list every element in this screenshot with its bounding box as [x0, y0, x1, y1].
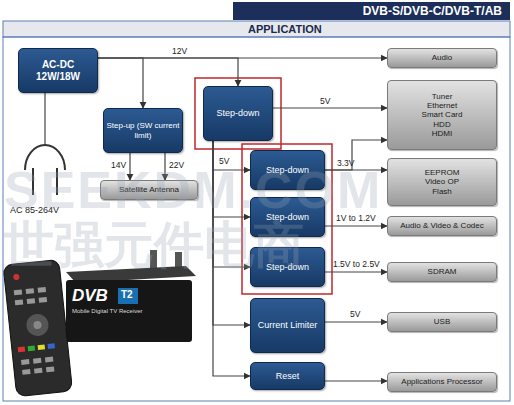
node-text: Tuner	[432, 92, 453, 101]
output-box: TunerEthernetSmart CardHDDHDMI	[387, 80, 497, 150]
diagram-title: DVB-S/DVB-C/DVB-T/AB	[233, 3, 510, 19]
node-text: AC-DC 12W/18W	[33, 59, 83, 82]
power-connector	[325, 321, 387, 322]
remote-illustration	[3, 259, 72, 396]
process-box: Step-down	[203, 86, 273, 141]
node-text: Audio & Video & Codec	[400, 221, 483, 230]
power-connector	[325, 225, 387, 226]
process-box: Current Limiter	[250, 298, 325, 353]
node-text: Step-down	[216, 108, 259, 118]
output-box: SDRAM	[387, 262, 497, 282]
power-connector	[325, 271, 387, 272]
watermark: 世强元件电商	[4, 212, 304, 279]
title-bar	[233, 2, 510, 20]
node-text: HDMI	[432, 129, 452, 138]
output-box: Applications Processor	[387, 372, 497, 392]
node-text: HDD	[433, 120, 450, 129]
node-text: SDRAM	[428, 267, 457, 276]
node-text: Reset	[276, 371, 300, 381]
voltage-label: 12V	[172, 46, 187, 56]
process-box: Step-up (SW current limit)	[103, 108, 183, 153]
voltage-label: 1.5V to 2.5V	[333, 259, 380, 269]
process-box: AC-DC 12W/18W	[18, 48, 98, 93]
section-heading: APPLICATION	[248, 22, 322, 36]
node-text: Ethernet	[427, 101, 457, 110]
process-box: Reset	[250, 362, 325, 390]
node-text: Applications Processor	[401, 377, 482, 386]
power-connector	[273, 107, 387, 108]
section-band	[3, 21, 510, 37]
outer-frame	[3, 37, 510, 401]
watermark: SEEKDM.COM	[4, 160, 382, 220]
output-box: EEPROMVideo OPFlash	[387, 158, 497, 206]
power-connector	[325, 380, 387, 381]
output-box: Audio	[387, 48, 497, 68]
power-wire	[44, 93, 45, 145]
node-text: Flash	[432, 187, 452, 196]
node-text: Smart Card	[422, 110, 463, 119]
power-connector	[98, 58, 143, 108]
voltage-label: 5V	[320, 96, 330, 106]
voltage-label: 5V	[350, 309, 360, 319]
node-text: Current Limiter	[258, 320, 318, 330]
node-text: Step-up (SW current limit)	[106, 121, 180, 139]
node-text: EEPROM	[425, 168, 460, 177]
power-connector	[98, 58, 238, 86]
node-text: USB	[434, 317, 450, 326]
output-box: Audio & Video & Codec	[387, 216, 497, 236]
highlight-frame	[195, 78, 281, 149]
product-logo: DVB	[72, 286, 108, 306]
node-text: Audio	[432, 53, 452, 62]
product-logo: T2	[121, 289, 133, 300]
node-text: Video OP	[425, 177, 459, 186]
product-tagline: Mobile Digital TV Receiver	[72, 308, 143, 314]
output-box: USB	[387, 312, 497, 332]
